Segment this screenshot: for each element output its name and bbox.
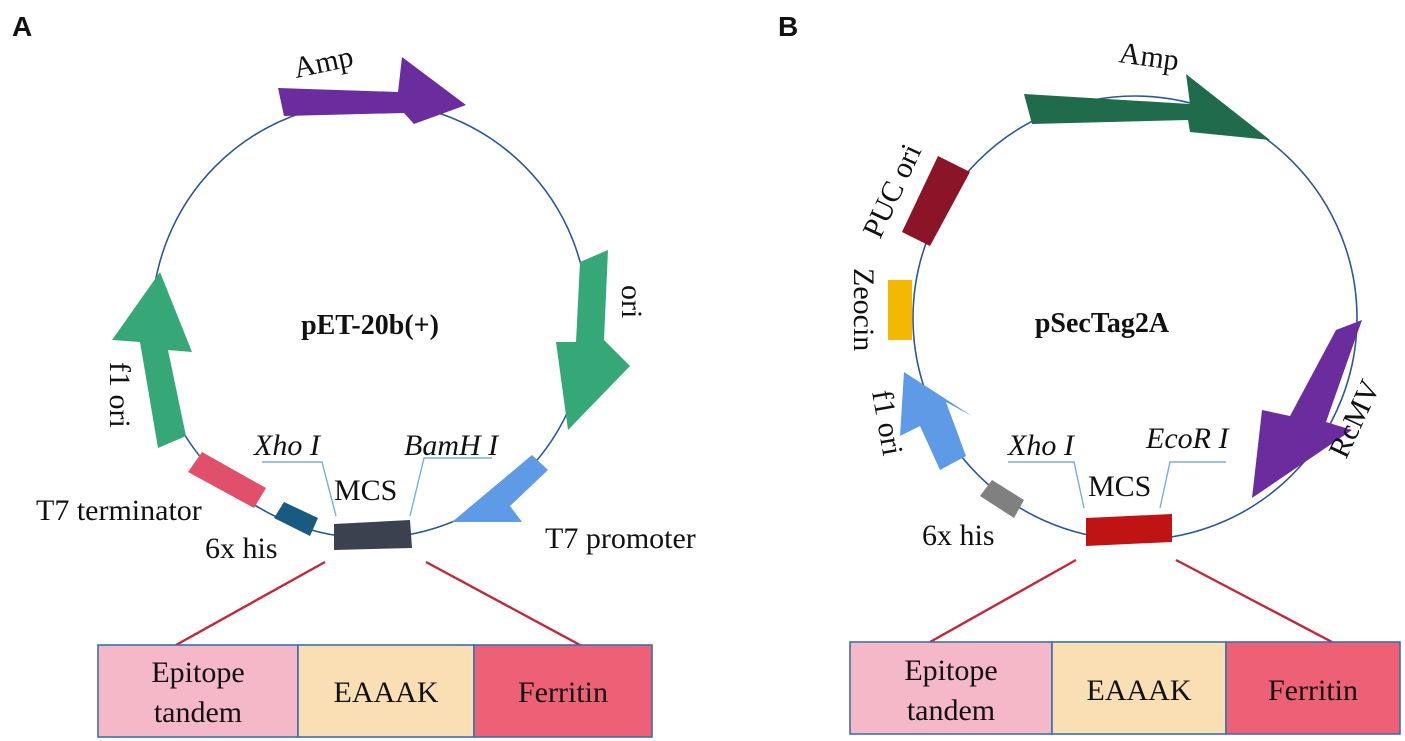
f1-ori-label-a: f1 ori [103,362,136,428]
ferritin-box-b [1225,641,1401,735]
xho-leader-a [262,461,337,517]
eaaak-label-b: EAAAK [1087,674,1192,707]
amp-gene-arrow-a [278,57,466,124]
construct-line-left-b [929,558,1077,644]
panel-a-letter: A [12,11,32,42]
t7-terminator-block-a [188,452,266,508]
ori-arrow-a [556,250,630,430]
construct-line-right-a [425,560,581,647]
t7-promoter-label-a: T7 promoter [545,522,696,555]
eaaak-box-b [1051,641,1227,735]
mcs-block-b [1086,514,1172,546]
epitope-label-b-line1: Epitope [904,654,997,687]
ecor-site-label-b: EcoR I [1145,422,1230,455]
his-tag-block-b [980,480,1024,518]
ferritin-box-a [473,644,653,738]
his-tag-label-a: 6x his [205,532,278,565]
amp-label-b: Amp [1117,36,1181,77]
epitope-tandem-box-a [97,644,299,738]
puc-ori-block-b [902,156,970,246]
construct-line-left-a [175,560,326,647]
ori-label-a: ori [615,285,648,318]
ferritin-label-b: Ferritin [1268,674,1358,707]
bamh-leader-a [409,457,492,517]
mcs-block-a [334,520,412,550]
zeocin-label-b: Zeocin [847,268,880,351]
panel-b-letter: B [778,11,798,42]
his-tag-block-a [274,502,318,536]
ferritin-label-a: Ferritin [518,676,608,709]
eaaak-label-a: EAAAK [334,676,439,709]
xho-leader-b [1008,461,1085,509]
zeocin-block-b [888,280,912,340]
mcs-label-b: MCS [1088,470,1151,503]
epitope-tandem-box-b [849,641,1053,735]
panel-b: B Amp PUC ori Zeocin f1 ori RcMV 6x his … [778,11,1401,735]
panel-a: A Amp ori T7 promoter f1 ori T7 terminat… [12,11,696,738]
rcmv-arrow-b [1252,320,1362,498]
t7-promoter-arrow-a [452,455,548,522]
mcs-label-a: MCS [334,474,397,507]
construct-b: Epitope tandem EAAAK Ferritin [849,641,1401,735]
plasmid-name-b: pSecTag2A [1035,308,1170,339]
plasmid-name-a: pET-20b(+) [301,310,439,341]
construct-a: Epitope tandem EAAAK Ferritin [97,644,653,738]
bamh-site-label-a: BamH I [404,429,500,462]
xho-site-label-a: Xho I [253,429,322,462]
construct-line-right-b [1175,558,1333,644]
amp-label-a: Amp [291,40,357,85]
ecor-leader-b [1159,461,1226,509]
epitope-label-a-line1: Epitope [151,656,244,689]
his-tag-label-b: 6x his [922,519,995,552]
f1-ori-arrow-a [112,272,192,448]
amp-gene-arrow-b [1024,74,1270,140]
t7-terminator-label-a: T7 terminator [36,494,202,527]
epitope-label-a-line2: tandem [154,696,242,729]
xho-site-label-b: Xho I [1007,429,1076,462]
f1-ori-arrow-b [900,372,972,470]
epitope-label-b-line2: tandem [907,694,995,727]
